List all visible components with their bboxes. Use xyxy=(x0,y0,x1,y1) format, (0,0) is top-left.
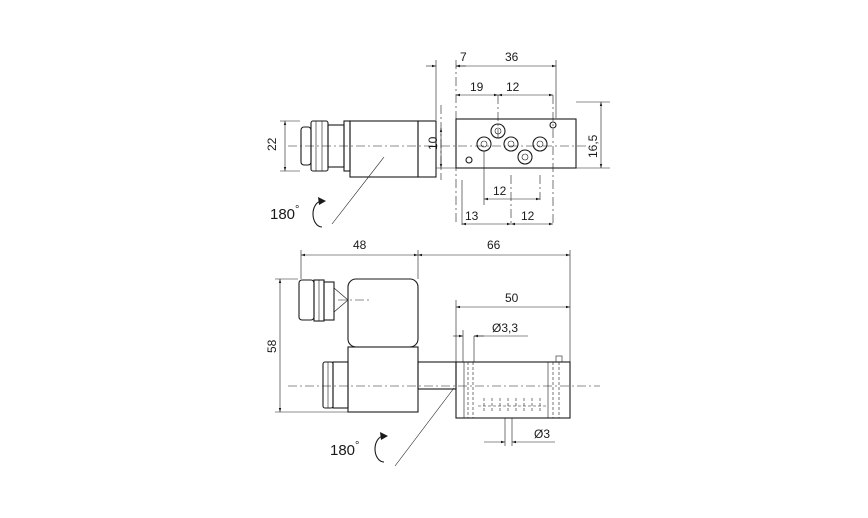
dim-12-mid: 12 xyxy=(493,184,507,198)
top-coil-end xyxy=(417,120,437,178)
side-tube xyxy=(417,361,457,390)
side-rotate-arrow-icon xyxy=(374,435,385,463)
top-coil-body xyxy=(349,120,419,178)
top-leader-line xyxy=(331,156,385,225)
dim-50: 50 xyxy=(505,291,519,305)
dim-58: 58 xyxy=(265,339,279,353)
dim-36: 36 xyxy=(505,50,519,64)
dim-19: 19 xyxy=(470,80,484,94)
top-rotation-label: 180° xyxy=(270,204,299,223)
dim-66: 66 xyxy=(487,238,501,252)
dim-12-bottom: 12 xyxy=(521,209,535,223)
side-lower-plug xyxy=(322,361,349,409)
top-rotate-arrow-icon xyxy=(312,200,323,228)
side-coil-body xyxy=(347,346,419,413)
side-port-holes xyxy=(478,398,548,412)
dim-12-top: 12 xyxy=(506,80,520,94)
side-leader-line xyxy=(394,387,455,467)
top-valve-block xyxy=(455,118,577,169)
side-connector-plug xyxy=(298,278,419,348)
dim-dia-3: Ø3 xyxy=(534,427,550,441)
side-rotation-label: 180° xyxy=(330,440,359,459)
dim-22: 22 xyxy=(265,137,279,151)
dim-16-5: 16,5 xyxy=(586,134,600,158)
top-view: 7 36 19 12 22 10 16,5 12 13 12 180° xyxy=(265,50,610,228)
dim-48: 48 xyxy=(353,238,367,252)
dim-13: 13 xyxy=(465,209,479,223)
side-valve-block xyxy=(455,361,571,419)
top-port-circles xyxy=(465,121,557,165)
dim-dia-3-3: Ø3,3 xyxy=(492,321,518,335)
dim-7: 7 xyxy=(460,50,467,64)
side-view: 48 66 50 Ø3,3 58 Ø3 180° xyxy=(265,238,600,467)
dim-10: 10 xyxy=(426,136,440,150)
